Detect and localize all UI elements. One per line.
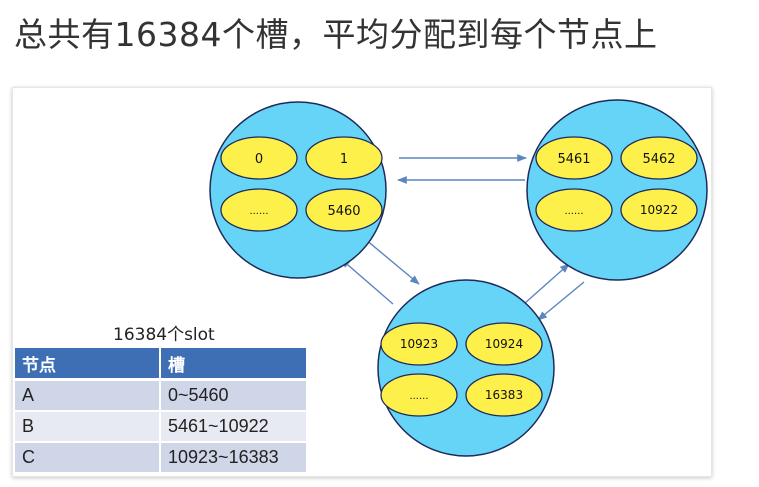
table-row: A 0~5460 [15, 381, 306, 412]
slot-label: 10923 [400, 337, 438, 351]
arrow-c-to-a [340, 258, 394, 305]
arrow-c-to-b [524, 263, 570, 304]
table-row: B 5461~10922 [15, 412, 306, 443]
slot-ellipse: 10922 [620, 188, 698, 232]
slot-ellipse: ...... [380, 373, 458, 417]
page-heading: 总共有16384个槽，平均分配到每个节点上 [14, 15, 658, 54]
arrow-b-to-c [537, 281, 585, 321]
slot-assignment-table: 节点 槽 A 0~5460 B 5461~10922 C 10923~16383 [15, 348, 306, 474]
slot-label: 5461 [557, 152, 590, 167]
slot-ellipse: 16383 [465, 373, 543, 417]
column-header-node: 节点 [15, 348, 159, 381]
slot-label: 16383 [485, 388, 523, 402]
slot-range-cell: 10923~16383 [159, 443, 306, 474]
slot-label: 5462 [642, 152, 675, 167]
slot-ellipse: 5462 [620, 136, 698, 180]
slot-ellipse: 5461 [535, 136, 613, 180]
cluster-node-a: 0 1 ...... 5460 [209, 101, 387, 279]
slot-count-caption: 16384个slot [113, 325, 215, 345]
cluster-node-b: 5461 5462 ...... 10922 [526, 99, 708, 281]
cluster-diagram: 0 1 ...... 5460 5461 5 [209, 99, 708, 457]
slot-label: 10922 [640, 203, 678, 217]
column-header-slot: 槽 [159, 348, 306, 381]
cluster-slot-figure: 0 1 ...... 5460 5461 5 [12, 87, 712, 477]
table-header-row: 节点 槽 [15, 348, 306, 381]
node-cell: C [15, 443, 159, 474]
cluster-node-c: 10923 10924 ...... 16383 [377, 279, 555, 457]
slot-range-cell: 0~5460 [159, 381, 306, 412]
slot-label: 5460 [327, 204, 360, 219]
slot-ellipse: 1 [305, 136, 383, 180]
slot-ellipse: 5460 [305, 188, 383, 232]
slot-label: 1 [340, 152, 348, 167]
slot-label: ...... [249, 206, 268, 217]
slot-ellipse: ...... [535, 188, 613, 232]
arrow-a-to-c [364, 238, 420, 285]
slot-label: ...... [409, 391, 428, 402]
node-cell: A [15, 381, 159, 412]
node-cell: B [15, 412, 159, 443]
slot-ellipse: 0 [220, 136, 298, 180]
slot-ellipse: ...... [220, 188, 298, 232]
table-row: C 10923~16383 [15, 443, 306, 474]
slot-range-cell: 5461~10922 [159, 412, 306, 443]
slot-label: 0 [255, 152, 263, 167]
slot-label: 10924 [485, 337, 523, 351]
slot-ellipse: 10923 [380, 322, 458, 366]
slot-label: ...... [564, 206, 583, 217]
slot-ellipse: 10924 [465, 322, 543, 366]
